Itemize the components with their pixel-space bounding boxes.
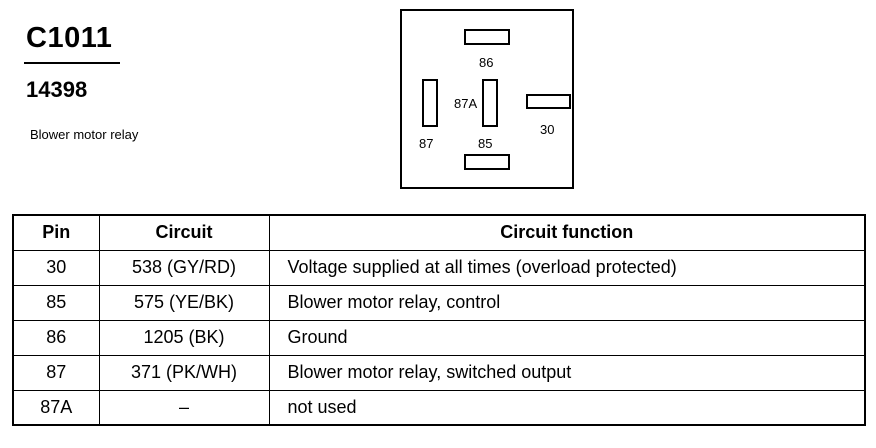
pin-cell: 87 [12,354,100,391]
pin-cell: 87A [12,389,100,426]
pin-86-terminal [464,29,510,45]
table-row: 86 1205 (BK) Ground [12,319,866,356]
connector-id: C1011 [26,22,113,54]
column-header-pin: Pin [12,214,100,251]
relay-pin-diagram: 86 87 87A 30 85 [400,9,574,189]
circuit-cell: 575 (YE/BK) [98,284,270,321]
column-header-circuit-function: Circuit function [268,214,866,251]
function-cell: Voltage supplied at all times (overload … [268,249,866,286]
part-number: 14398 [26,77,88,102]
pin-87a-label: 87A [454,96,478,111]
function-cell: Ground [268,319,866,356]
pin-86-label: 86 [479,55,494,70]
circuit-cell: 371 (PK/WH) [98,354,270,391]
table-row: 85 575 (YE/BK) Blower motor relay, contr… [12,284,866,321]
column-header-circuit: Circuit [98,214,270,251]
function-cell: Blower motor relay, control [268,284,866,321]
table-row: 87A – not used [12,389,866,426]
pin-cell: 30 [12,249,100,286]
function-cell: not used [268,389,866,426]
table-row: 30 538 (GY/RD) Voltage supplied at all t… [12,249,866,286]
pin-87-label: 87 [419,136,434,151]
pin-87a-terminal [482,79,498,127]
pin-87-terminal [422,79,438,127]
pin-30-label: 30 [540,122,555,137]
pin-cell: 85 [12,284,100,321]
pin-85-terminal [464,154,510,170]
circuit-cell: 538 (GY/RD) [98,249,270,286]
circuit-cell: 1205 (BK) [98,319,270,356]
pin-85-label: 85 [478,136,493,151]
connector-id-underline [24,62,120,64]
pinout-table: Pin Circuit Circuit function 30 538 (GY/… [12,214,866,426]
circuit-cell: – [98,389,270,426]
pin-30-terminal [526,94,571,109]
function-cell: Blower motor relay, switched output [268,354,866,391]
component-description: Blower motor relay [30,127,139,142]
table-header-row: Pin Circuit Circuit function [12,214,866,251]
table-row: 87 371 (PK/WH) Blower motor relay, switc… [12,354,866,391]
pin-cell: 86 [12,319,100,356]
